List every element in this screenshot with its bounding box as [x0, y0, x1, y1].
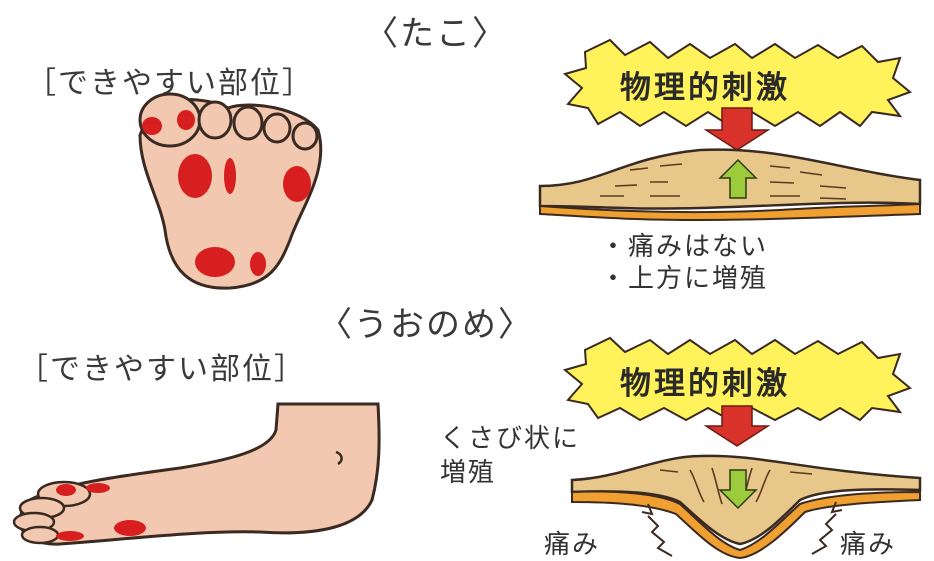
corn-tissue-section — [572, 456, 920, 558]
callus-spot — [142, 117, 162, 135]
callus-toe-4 — [264, 114, 290, 142]
callus-spot — [178, 154, 212, 198]
callus-spot — [177, 110, 195, 130]
corn-spot — [56, 484, 76, 496]
corn-spot — [114, 520, 146, 536]
corn-spot — [86, 483, 110, 493]
corn-stimulus-label: 物理的刺激 — [620, 358, 790, 403]
callus-spot — [283, 166, 311, 202]
corn-spot — [56, 531, 84, 541]
callus-spot — [224, 158, 236, 194]
callus-toe-5 — [293, 123, 317, 149]
callus-spot — [250, 252, 266, 276]
callus-foot-sole — [140, 94, 321, 288]
corn-toe-4 — [22, 527, 58, 543]
callus-toe-3 — [234, 107, 262, 139]
callus-tissue-section — [540, 150, 920, 220]
corn-foot-side — [14, 404, 379, 544]
callus-spot — [195, 247, 235, 277]
callus-toe-2 — [199, 102, 231, 138]
callus-stimulus-label: 物理的刺激 — [620, 62, 790, 107]
